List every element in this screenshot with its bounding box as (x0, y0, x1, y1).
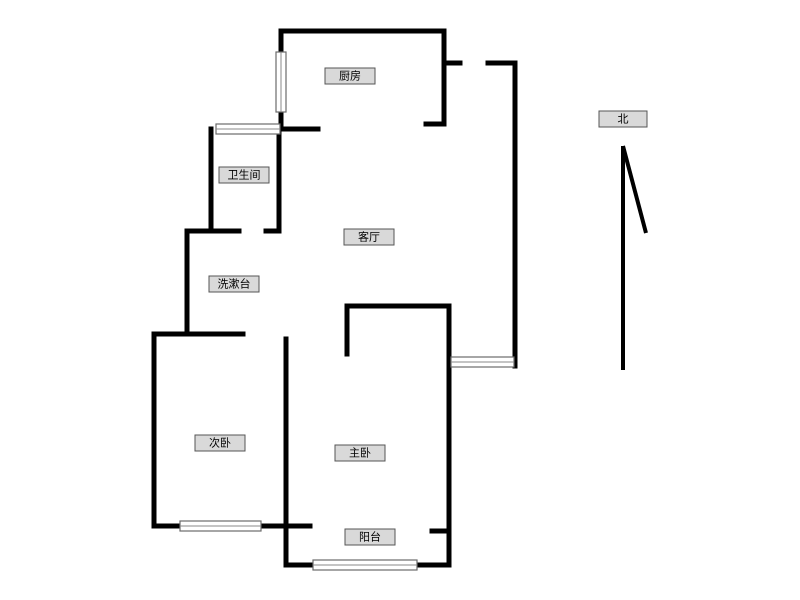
washbasin-wall (184, 228, 246, 337)
room-label-bathroom-text: 卫生间 (228, 168, 261, 182)
kitchen-lower-left-wall (278, 109, 321, 132)
room-label-kitchen-text: 厨房 (339, 70, 361, 83)
room-label-master-bedroom-text: 主卧 (349, 447, 371, 460)
second-bedroom-window (179, 520, 262, 532)
bathroom-right-wall (263, 126, 282, 234)
east-wall (485, 60, 518, 369)
walls (151, 28, 518, 568)
bathroom-window (215, 123, 281, 135)
master-bedroom-left-wall (283, 336, 316, 568)
room-label-living-room-text: 客厅 (358, 230, 380, 244)
compass-north-label-text: 北 (618, 113, 629, 126)
windows (179, 51, 515, 571)
room-label-washbasin-text: 洗漱台 (218, 277, 251, 291)
room-label-kitchen: 厨房 (324, 67, 376, 85)
room-label-living-room: 客厅 (343, 228, 395, 246)
room-label-second-bedroom-text: 次卧 (209, 436, 231, 450)
second-bedroom-wall (151, 331, 190, 529)
room-label-washbasin: 洗漱台 (208, 275, 260, 293)
compass-north-label: 北 (598, 110, 648, 128)
room-label-balcony: 阳台 (344, 528, 396, 546)
balcony-window (312, 559, 418, 571)
living-room-window (450, 356, 515, 368)
room-label-second-bedroom: 次卧 (194, 434, 246, 452)
compass: 北 (598, 110, 648, 370)
kitchen-left-wall (278, 28, 447, 127)
room-label-balcony-text: 阳台 (359, 530, 381, 544)
kitchen-window (275, 51, 287, 113)
master-bedroom-wall (344, 303, 452, 568)
compass-arrow-head (621, 145, 648, 234)
room-label-master-bedroom: 主卧 (334, 444, 386, 462)
room-label-bathroom: 卫生间 (218, 166, 270, 184)
